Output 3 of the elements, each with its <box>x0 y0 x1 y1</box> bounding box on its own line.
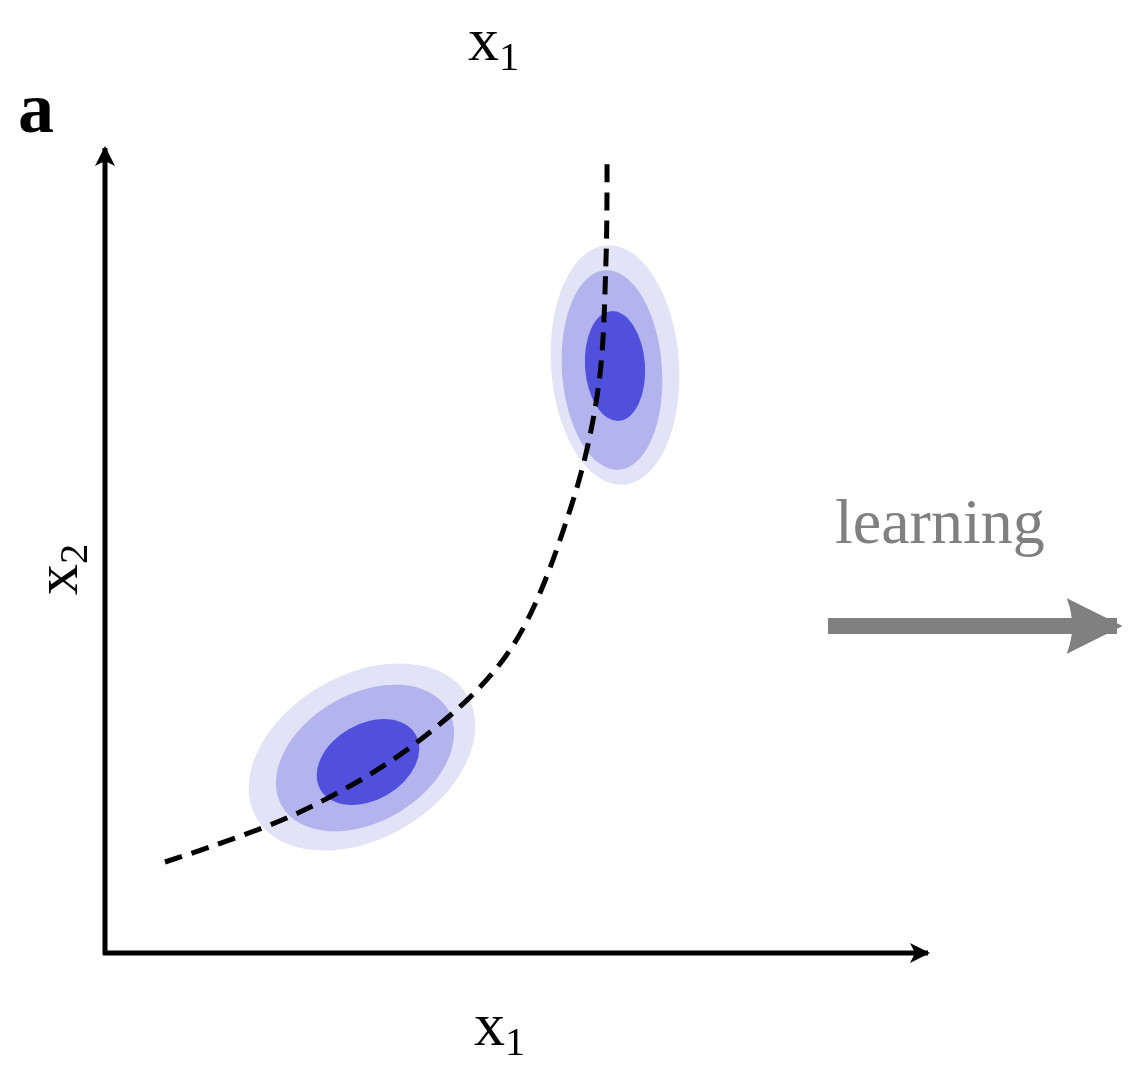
axis-label: x$_{1}$ <box>468 8 520 78</box>
axis-label: x$_{1}$ <box>474 993 526 1063</box>
panel-letter: a <box>18 72 54 144</box>
